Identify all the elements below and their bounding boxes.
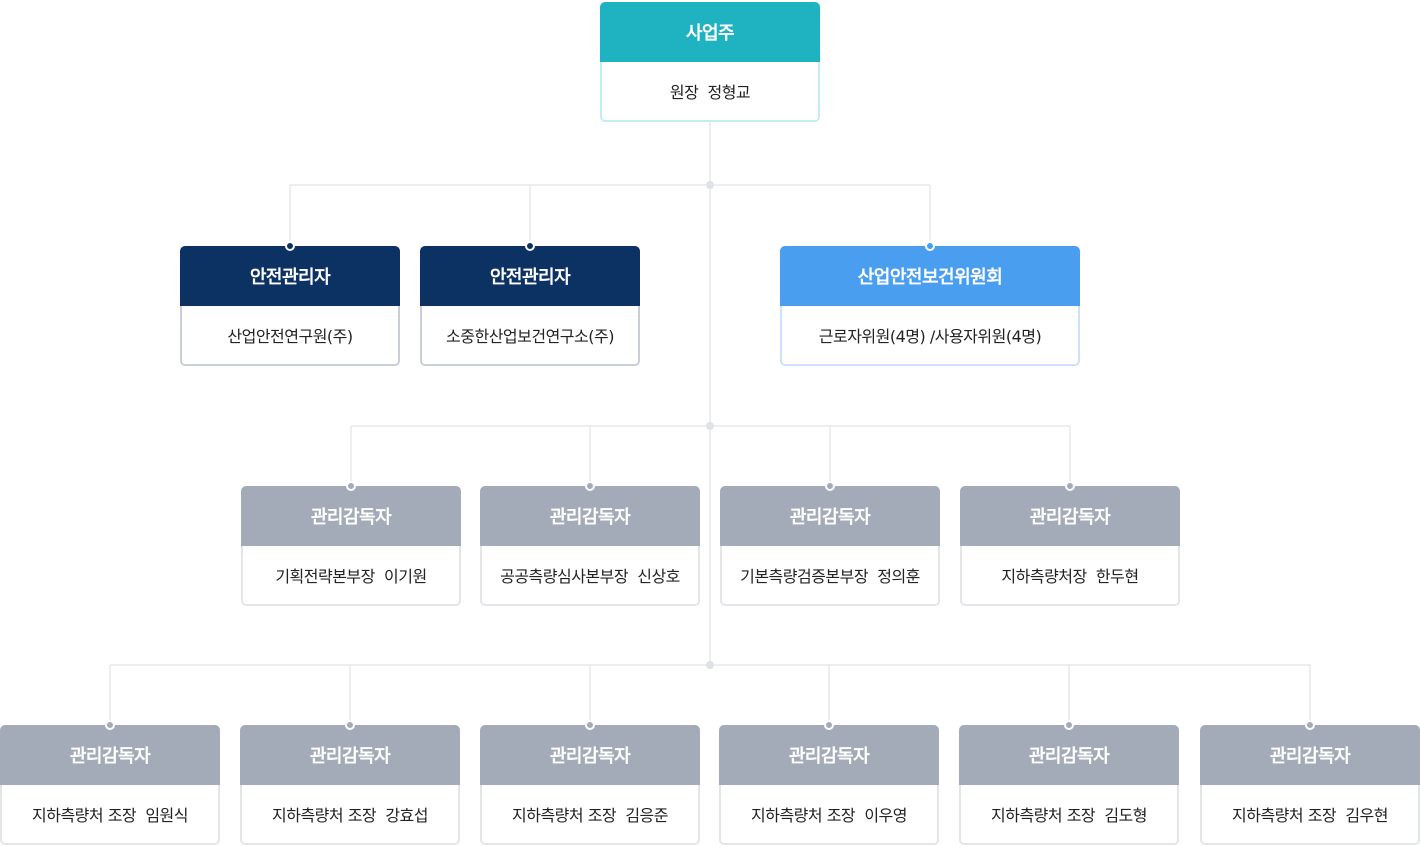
- node-owner: 사업주 원장 정형교: [600, 2, 820, 122]
- connector-dot: [105, 720, 115, 730]
- node-name: 공공측량심사본부장 신상호: [480, 546, 700, 606]
- node-title: 관리감독자: [480, 725, 700, 785]
- node-name: 기본측량검증본부장 정의훈: [720, 546, 940, 606]
- connector-dot: [585, 720, 595, 730]
- node-safety-manager-1: 안전관리자 산업안전연구원(주): [180, 241, 400, 366]
- node-name: 지하측량처 조장 김도형: [959, 785, 1179, 845]
- node-title: 관리감독자: [1200, 725, 1420, 785]
- node-committee: 산업안전보건위원회 근로자위원(4명) /사용자위원(4명): [780, 241, 1080, 366]
- node-supervisor-row2-4: 관리감독자 지하측량처 조장 이우영: [719, 720, 939, 845]
- node-title: 안전관리자: [180, 246, 400, 306]
- node-supervisor-row1-4: 관리감독자 지하측량처장 한두현: [960, 481, 1180, 606]
- node-supervisor-row1-2: 관리감독자 공공측량심사본부장 신상호: [480, 481, 700, 606]
- node-name: 기획전략본부장 이기원: [241, 546, 461, 606]
- node-title: 관리감독자: [720, 486, 940, 546]
- connector-dot: [824, 720, 834, 730]
- node-name: 지하측량처 조장 김응준: [480, 785, 700, 845]
- node-supervisor-row2-5: 관리감독자 지하측량처 조장 김도형: [959, 720, 1179, 845]
- node-title: 관리감독자: [0, 725, 220, 785]
- node-name: 근로자위원(4명) /사용자위원(4명): [780, 306, 1080, 366]
- node-supervisor-row2-2: 관리감독자 지하측량처 조장 강효섭: [240, 720, 460, 845]
- node-safety-manager-2: 안전관리자 소중한산업보건연구소(주): [420, 241, 640, 366]
- node-title: 관리감독자: [240, 725, 460, 785]
- node-title: 관리감독자: [480, 486, 700, 546]
- node-name: 지하측량처 조장 강효섭: [240, 785, 460, 845]
- node-title: 안전관리자: [420, 246, 640, 306]
- node-owner-name: 원장 정형교: [600, 62, 820, 122]
- node-title: 관리감독자: [719, 725, 939, 785]
- connector-dot: [925, 241, 935, 251]
- node-supervisor-row2-6: 관리감독자 지하측량처 조장 김우현: [1200, 720, 1420, 845]
- connector-dot: [285, 241, 295, 251]
- connector-dot: [1305, 720, 1315, 730]
- node-title: 관리감독자: [960, 486, 1180, 546]
- node-name: 지하측량처 조장 이우영: [719, 785, 939, 845]
- node-title: 관리감독자: [241, 486, 461, 546]
- node-title: 산업안전보건위원회: [780, 246, 1080, 306]
- connector-dot: [585, 481, 595, 491]
- connector-junction-level1: [706, 181, 714, 189]
- connector-dot: [525, 241, 535, 251]
- node-supervisor-row2-3: 관리감독자 지하측량처 조장 김응준: [480, 720, 700, 845]
- connector-dot: [1065, 481, 1075, 491]
- node-supervisor-row2-1: 관리감독자 지하측량처 조장 임원식: [0, 720, 220, 845]
- node-name: 지하측량처 조장 임원식: [0, 785, 220, 845]
- node-supervisor-row1-3: 관리감독자 기본측량검증본부장 정의훈: [720, 481, 940, 606]
- node-title: 관리감독자: [959, 725, 1179, 785]
- connector-dot: [346, 481, 356, 491]
- connector-junction-level2: [706, 422, 714, 430]
- connector-dot: [1064, 720, 1074, 730]
- node-name: 지하측량처 조장 김우현: [1200, 785, 1420, 845]
- node-name: 지하측량처장 한두현: [960, 546, 1180, 606]
- node-supervisor-row1-1: 관리감독자 기획전략본부장 이기원: [241, 481, 461, 606]
- node-name: 산업안전연구원(주): [180, 306, 400, 366]
- node-owner-title: 사업주: [600, 2, 820, 62]
- connector-dot: [825, 481, 835, 491]
- node-name: 소중한산업보건연구소(주): [420, 306, 640, 366]
- connector-dot: [345, 720, 355, 730]
- connector-junction-level3: [706, 661, 714, 669]
